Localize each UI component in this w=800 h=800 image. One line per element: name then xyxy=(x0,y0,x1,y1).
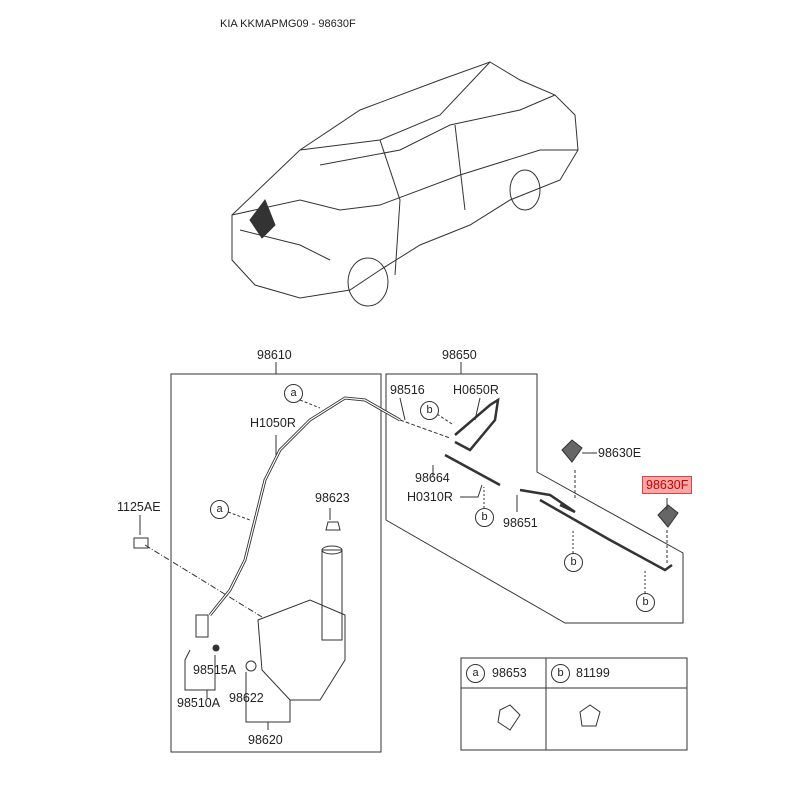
callout-b: b xyxy=(564,553,583,572)
label-98620[interactable]: 98620 xyxy=(248,733,283,747)
legend-part-98653[interactable]: 98653 xyxy=(492,666,527,680)
label-98622[interactable]: 98622 xyxy=(229,691,264,705)
diagram-title: KIA KKMAPMG09 - 98630F xyxy=(220,18,356,30)
callout-b: b xyxy=(420,401,439,420)
label-h0650r[interactable]: H0650R xyxy=(453,383,499,397)
callout-b: b xyxy=(475,508,494,527)
label-98651[interactable]: 98651 xyxy=(503,516,538,530)
label-98515a[interactable]: 98515A xyxy=(193,663,237,677)
car-illustration xyxy=(231,61,579,307)
callout-a: a xyxy=(284,384,303,403)
label-h1050r[interactable]: H1050R xyxy=(250,416,296,430)
label-h0310r[interactable]: H0310R xyxy=(407,490,453,504)
callout-a: a xyxy=(210,500,229,519)
label-1125ae[interactable]: 1125AE xyxy=(117,500,161,514)
label-98510a[interactable]: 98510A xyxy=(177,696,221,710)
legend-part-81199[interactable]: 81199 xyxy=(576,666,610,680)
label-98610[interactable]: 98610 xyxy=(257,348,292,362)
label-98630e[interactable]: 98630E xyxy=(598,446,642,460)
legend-key-b: b xyxy=(551,664,570,683)
callout-b: b xyxy=(636,593,655,612)
label-98664[interactable]: 98664 xyxy=(415,471,450,485)
label-98630f-highlighted[interactable]: 98630F xyxy=(642,476,693,494)
label-98650[interactable]: 98650 xyxy=(442,348,477,362)
legend-key-a: a xyxy=(466,664,485,683)
label-98516[interactable]: 98516 xyxy=(390,383,425,397)
label-98623[interactable]: 98623 xyxy=(315,491,350,505)
